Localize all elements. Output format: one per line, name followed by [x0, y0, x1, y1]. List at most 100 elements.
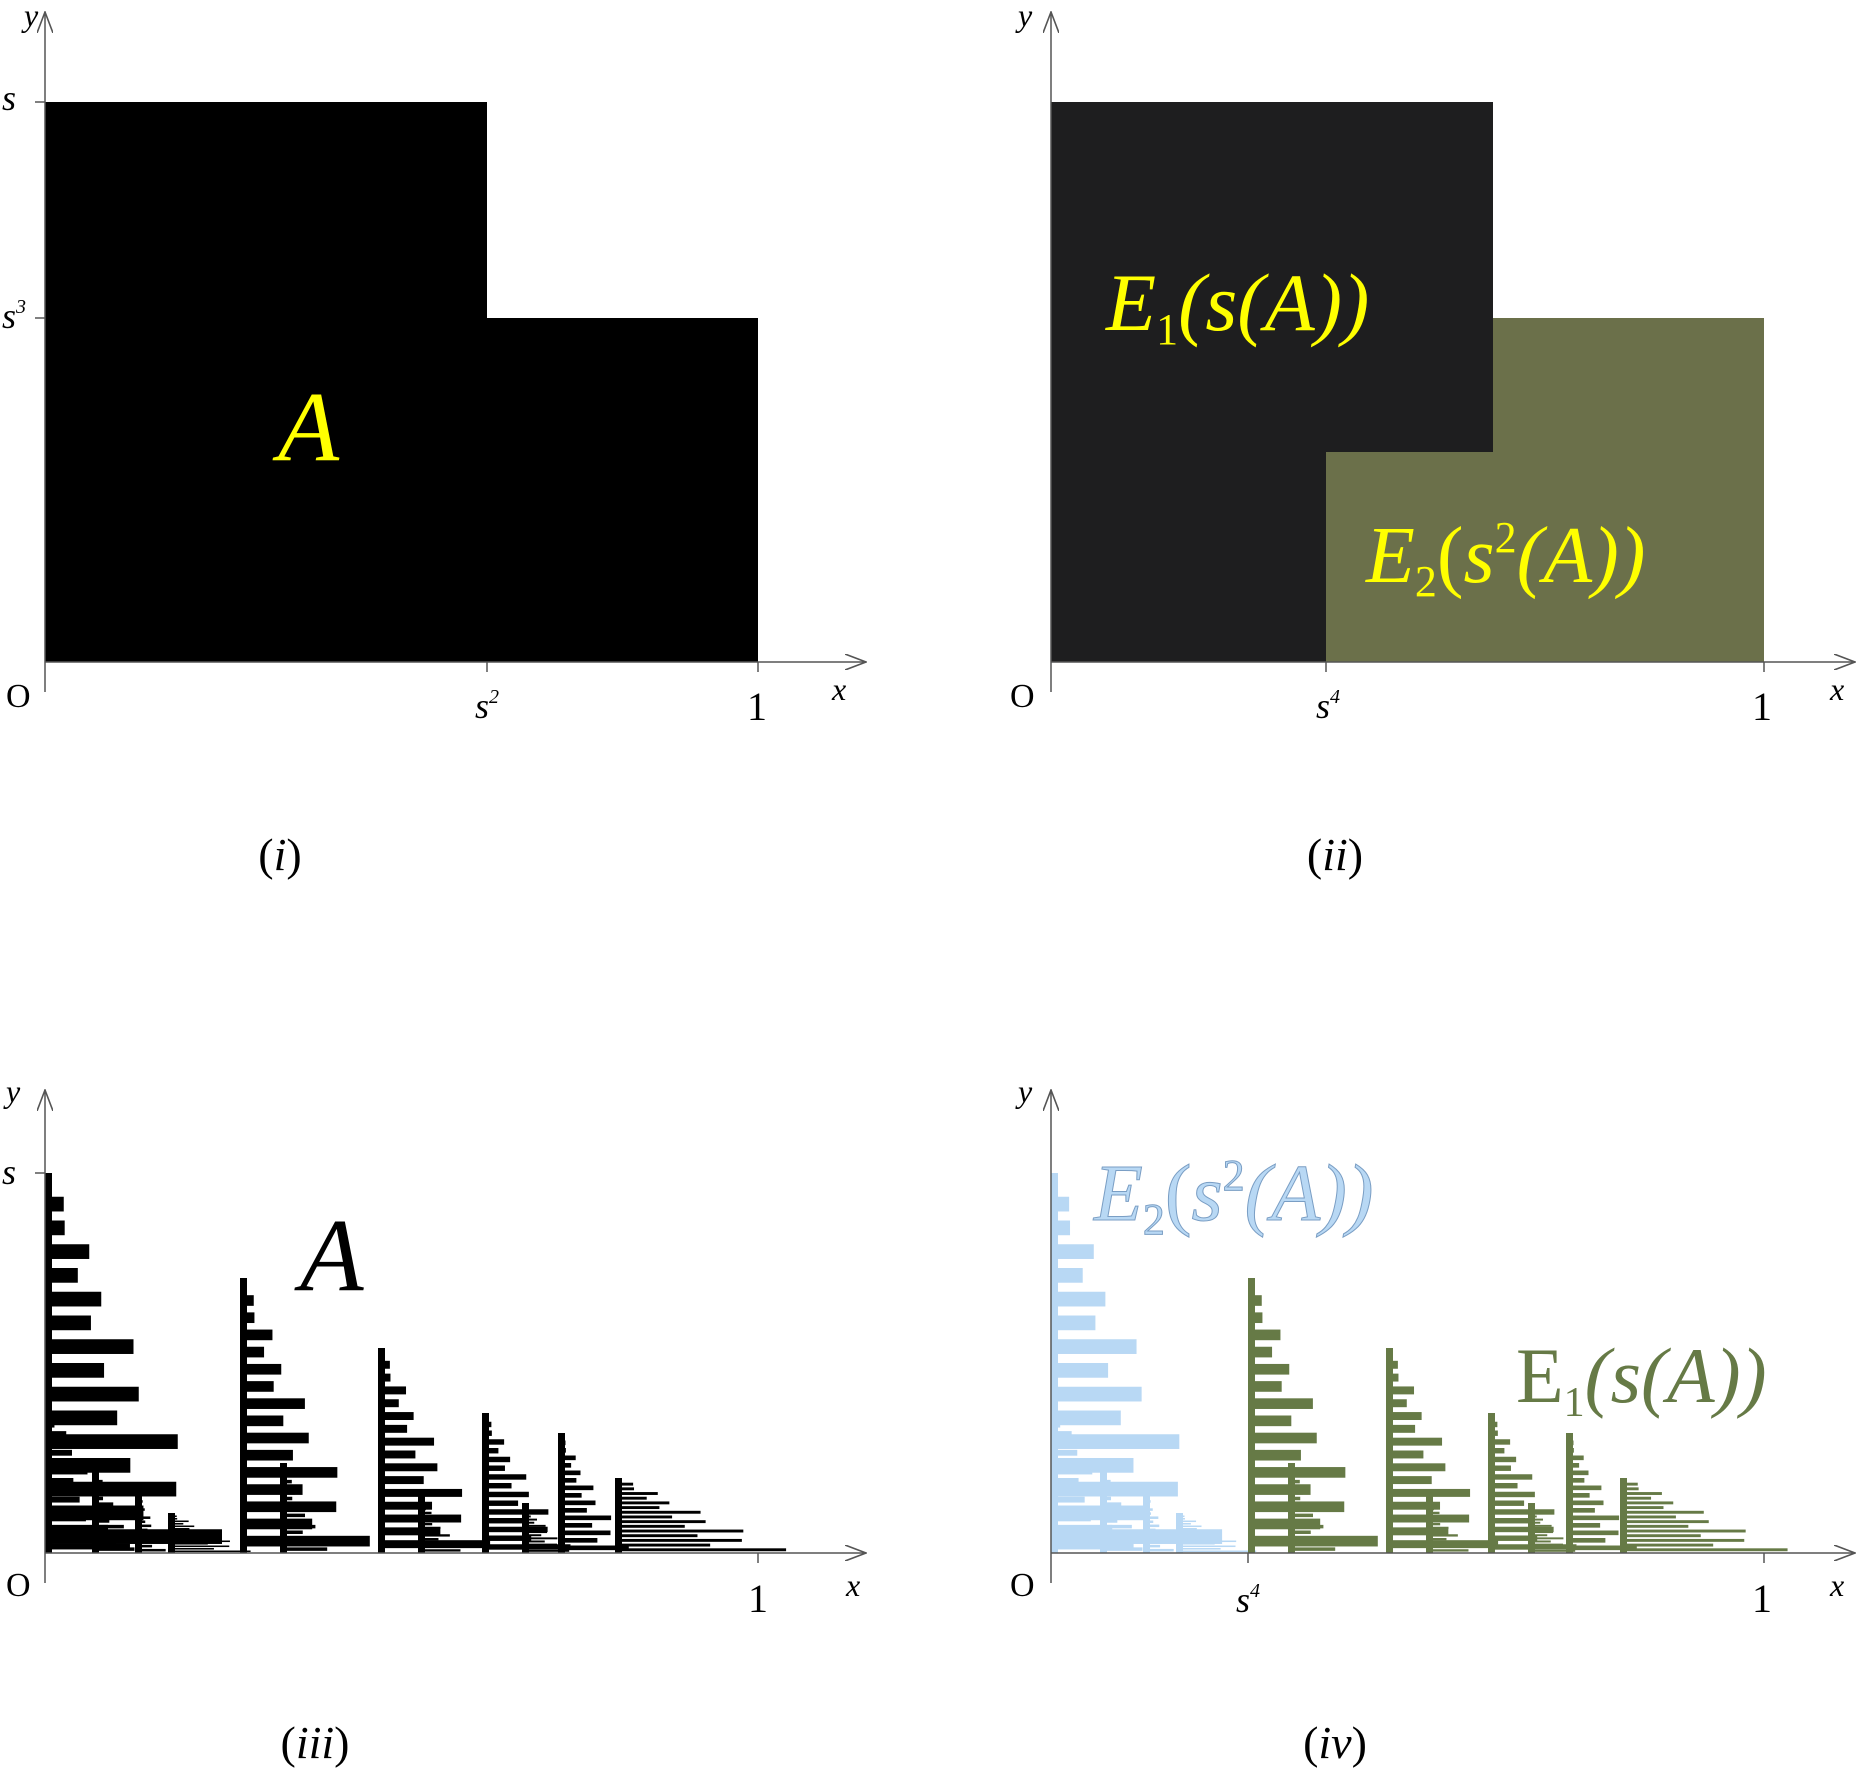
fractal-tree-green [1488, 1439, 1511, 1445]
fractal-tree-blue-stem [1051, 1403, 1058, 1553]
fractal-tree [615, 1538, 742, 1542]
fractal-tree [482, 1491, 529, 1498]
fractal-tree-green [1620, 1515, 1676, 1519]
fractal-tree-blue [1100, 1536, 1132, 1540]
panel-ii: y x O s4 1 E1(s(A)) E2(s2(A)) (ii) [1010, 0, 1855, 880]
fractal-tree-blue [1051, 1244, 1094, 1259]
fractal-tree-green [1566, 1470, 1589, 1476]
caption-iii: (iii) [281, 1717, 350, 1768]
fractal-tree-blue [1176, 1550, 1257, 1553]
fractal-tree [280, 1541, 307, 1546]
fractal-tree-blue-stem [1176, 1513, 1183, 1553]
fractal-tree-green [1426, 1541, 1458, 1545]
y-tick-label-s: s [2, 78, 16, 118]
fractal-tree-blue-stem [1051, 1173, 1058, 1553]
origin-label: O [1010, 678, 1035, 715]
fractal-tree [378, 1463, 438, 1472]
fractal-tree [522, 1537, 558, 1540]
fractal-tree [240, 1501, 337, 1513]
fractal-tree-blue [1176, 1543, 1215, 1545]
fractal-tree [418, 1545, 442, 1548]
fractal-tree-blue [1051, 1440, 1067, 1447]
fractal-tree [482, 1518, 525, 1524]
fractal-tree-green [1288, 1502, 1312, 1506]
fractal-tree [168, 1528, 190, 1530]
fractal-tree-green [1248, 1415, 1292, 1427]
fractal-tree [378, 1450, 416, 1459]
fractal-tree-blue [1051, 1515, 1091, 1522]
fractal-tree-blue-stem [1100, 1463, 1107, 1553]
fractal-tree-green-stem [1528, 1503, 1535, 1553]
fractal-tree [558, 1545, 629, 1551]
fractal-tree-blue [1051, 1459, 1073, 1466]
fractal-tree-blue [1100, 1547, 1143, 1551]
fractal-tree [378, 1476, 424, 1485]
fractal-tree [418, 1549, 461, 1552]
fractal-tree [45, 1529, 222, 1544]
fractal-tree [378, 1540, 491, 1549]
fractal-tree-green [1488, 1456, 1517, 1463]
fractal-tree-blue [1051, 1506, 1113, 1512]
y-axis-label: y [1015, 0, 1033, 33]
fractal-tree [135, 1536, 150, 1540]
fractal-tree [168, 1543, 208, 1545]
fractal-tree [558, 1530, 611, 1536]
fractal-tree-green [1386, 1540, 1499, 1549]
fractal-tree-blue [1176, 1525, 1202, 1528]
fractal-tree-blue [1051, 1449, 1078, 1456]
fractal-tree-green [1426, 1534, 1458, 1537]
fractal-tree [45, 1363, 105, 1378]
fractal-tree-blue [1051, 1478, 1079, 1484]
region-label-e2: E2(s2(A)) [1365, 512, 1645, 606]
fractal-tree-green [1620, 1501, 1674, 1505]
fractal-tree-green [1528, 1534, 1548, 1537]
fractal-tree-green [1426, 1545, 1450, 1548]
fractal-tree-green [1488, 1448, 1505, 1454]
fractal-tree-blue [1176, 1530, 1217, 1533]
fractal-tree [522, 1524, 546, 1527]
fractal-tree-blue [1051, 1431, 1072, 1437]
x-tick-label-s4: s4 [1236, 1580, 1260, 1620]
fractal-tree-green [1288, 1536, 1323, 1540]
y-axis-label: y [1015, 1073, 1033, 1109]
fractal-tree [92, 1536, 124, 1540]
fractal-tree [168, 1533, 196, 1535]
fractal-tree [558, 1455, 576, 1461]
fractal-tree [45, 1339, 134, 1354]
fractal-tree [615, 1515, 673, 1519]
fractal-tree [45, 1459, 68, 1466]
x-tick-label-s2: s2 [475, 686, 499, 726]
fractal-tree-green [1566, 1515, 1620, 1521]
fractal-tree-green [1248, 1346, 1273, 1358]
fractal-tree-green [1566, 1523, 1601, 1528]
x-axis-label: x [1829, 671, 1844, 707]
fractal-tree-blue [1051, 1487, 1095, 1494]
fractal-tree [240, 1312, 255, 1324]
fractal-tree-stem [168, 1513, 175, 1553]
fractal-tree-green [1528, 1537, 1564, 1540]
fractal-tree-green-stem [1620, 1478, 1627, 1553]
fractal-tree [522, 1518, 537, 1521]
fractal-tree-green-stem [1248, 1278, 1255, 1553]
fractal-tree [558, 1485, 594, 1491]
fractal-tree [240, 1535, 370, 1547]
fractal-tree-green [1566, 1545, 1637, 1551]
fractal-tree-blue [1143, 1516, 1159, 1519]
fractal-tree-green [1386, 1501, 1441, 1510]
fractal-tree [280, 1513, 305, 1518]
x-tick-label-1: 1 [1752, 1576, 1772, 1621]
fractal-tree-green [1426, 1549, 1469, 1552]
fractal-tree [482, 1439, 505, 1445]
fractal-tree-stem [522, 1503, 529, 1553]
fractal-tree [92, 1508, 107, 1512]
fractal-tree [558, 1538, 598, 1543]
fractal-tree [482, 1526, 548, 1533]
fractal-tree-green [1488, 1465, 1511, 1471]
fractal-tree [45, 1268, 78, 1283]
fractal-tree [45, 1315, 91, 1331]
fractal-tree [378, 1424, 408, 1433]
fractal-tree [522, 1546, 549, 1549]
fractal-tree-green [1248, 1501, 1345, 1513]
fractal-tree-blue [1176, 1533, 1203, 1535]
fractal-tree [615, 1548, 787, 1552]
